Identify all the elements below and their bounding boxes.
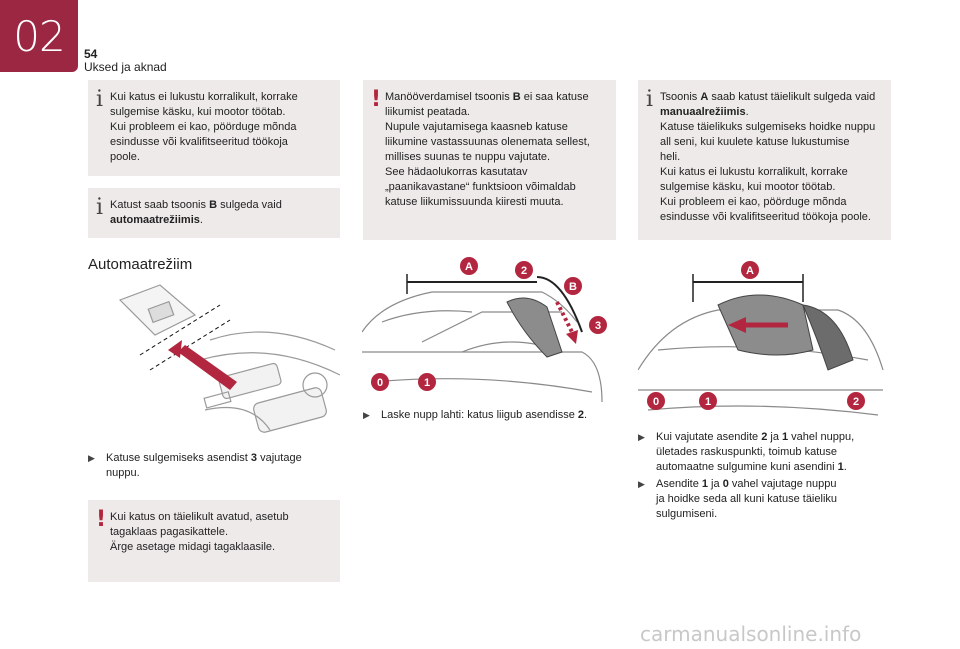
label-1: 1 [424,377,430,389]
position-label: 1 [782,431,789,443]
warning-icon: ! [371,87,382,112]
info-line: sulgemise käsku, kui mootor töötab. [660,181,836,193]
position-label: 3 [250,452,258,464]
warning-line: „paanikavastane“ funktsioon võimaldab [385,181,576,193]
label-0: 0 [653,396,659,408]
instruction-between-2-1: ▶ Kui vajutate asendite 2 ja 1 vahel nup… [638,430,890,475]
label-0: 0 [377,377,383,389]
label-A: A [465,261,473,273]
text: vahel nuppu, [788,431,855,443]
info-box-zone-a: i Tsoonis A saab katust täielikult sulge… [638,80,891,240]
text: . [745,106,749,118]
section-title: Uksed ja aknad [84,60,167,74]
info-icon: i [96,195,104,220]
warning-line: Kui katus on täielikult avatud, asetub [110,511,289,523]
label-2: 2 [853,396,859,408]
chapter-number: 02 [13,11,65,61]
warning-line: millises suunas te nuppu vajutate. [385,151,551,163]
figure-roof-closing-auto: A 2 B 3 0 1 [362,257,607,402]
position-label: 2 [761,431,768,443]
label-2: 2 [521,265,527,277]
text: ületades raskuspunkti, toimub katuse [656,446,837,458]
chapter-tab: 02 [0,0,78,72]
text: sulgumiseni. [656,508,718,520]
info-line: esindusse või kvalifitseeritud töökoja [110,136,288,148]
info-line: heli. [660,151,681,163]
bullet-arrow-icon: ▶ [363,410,370,420]
zone-label: B [209,199,218,211]
label-1: 1 [705,396,711,408]
text: ja [767,431,782,443]
bullet-arrow-icon: ▶ [88,453,95,463]
text: . [584,409,588,421]
info-box-locking: i Kui katus ei lukustu korralikult, korr… [88,80,340,176]
mode-label: automaatrežiimis [110,214,200,226]
instruction-close-from-3: ▶ Katuse sulgemiseks asendist 3 vajutage… [88,451,338,481]
label-B: B [569,281,577,293]
info-line: poole. [110,151,140,163]
mode-label: manuaalrežiimis [660,106,746,118]
page-number: 54 [84,47,98,61]
info-line: all seni, kui kuulete katuse lukustumise [660,136,850,148]
text: Katust saab tsoonis [110,199,210,211]
text: . [199,214,203,226]
text: Tsoonis [660,91,701,103]
warning-line: tagaklaas pagasikattele. [110,526,229,538]
position-label: 1 [701,478,708,490]
warning-box-maneuver: ! Manööverdamisel tsoonis B ei saa katus… [363,80,616,240]
text: vajutage [257,452,302,464]
info-line: Kui probleem ei kao, pöörduge mõnda [660,196,847,208]
figure-roof-closing-manual: A 0 1 2 [638,261,884,416]
warning-line: liikumist peatada. [385,106,470,118]
warning-line: Nupule vajutamisega kaasneb katuse [385,121,568,133]
warning-line: See hädaolukorras kasutatav [385,166,528,178]
text: Asendite [656,478,702,490]
text: Katuse sulgemiseks asendist [106,452,251,464]
warning-box-rear-window: ! Kui katus on täielikult avatud, asetub… [88,500,340,582]
instruction-between-1-0: ▶ Asendite 1 ja 0 vahel vajutage nuppu j… [638,477,890,522]
info-icon: i [646,87,654,112]
info-icon: i [96,87,104,112]
info-line: Kui probleem ei kao, pöörduge mõnda [110,121,297,133]
text: vahel vajutage nuppu [728,478,837,490]
watermark: carmanualsonline.info [640,622,862,646]
info-line: esindusse või kvalifitseeritud töökoja p… [660,211,871,223]
label-A: A [746,265,754,277]
section-heading: Automaatrežiim [88,256,193,273]
bullet-arrow-icon: ▶ [638,432,645,442]
info-line: Katuse täielikuks sulgemiseks hoidke nup… [660,121,876,133]
warning-icon: ! [96,507,107,532]
info-line: Kui katus ei lukustu korralikult, korrak… [660,166,848,178]
text: ei saa katuse [520,91,589,103]
warning-line: Ärge asetage midagi tagaklaasile. [110,541,276,553]
warning-line: liikumine vastassuunas olenemata sellest… [385,136,590,148]
position-label: 2 [577,409,585,421]
text: saab katust täielikult sulgeda vaid [708,91,876,103]
text: . [843,461,847,473]
instruction-release-button: ▶ Laske nupp lahti: katus liigub asendis… [363,408,623,423]
zone-label: B [512,91,521,103]
text: ja [708,478,723,490]
zone-label: A [700,91,709,103]
text: Kui vajutate asendite [656,431,762,443]
info-box-zone-b: i Katust saab tsoonis B sulgeda vaid aut… [88,188,340,238]
info-line: sulgemise käsku, kui mootor töötab. [110,106,286,118]
bullet-arrow-icon: ▶ [638,479,645,489]
text: Manööverdamisel tsoonis [385,91,513,103]
text: Laske nupp lahti: katus liigub asendisse [381,409,578,421]
label-3: 3 [595,320,601,332]
text: nuppu. [106,467,140,479]
text: ja hoidke seda all kuni katuse täieliku [656,493,838,505]
text: sulgeda vaid [217,199,282,211]
text: automaatne sulgumine kuni asendini [656,461,838,473]
position-label: 1 [837,461,844,473]
info-line: Kui katus ei lukustu korralikult, korrak… [110,91,298,103]
position-label: 0 [722,478,729,490]
warning-line: katuse liikumissuunda kiiresti muuta. [385,196,564,208]
figure-roof-button [118,284,340,433]
